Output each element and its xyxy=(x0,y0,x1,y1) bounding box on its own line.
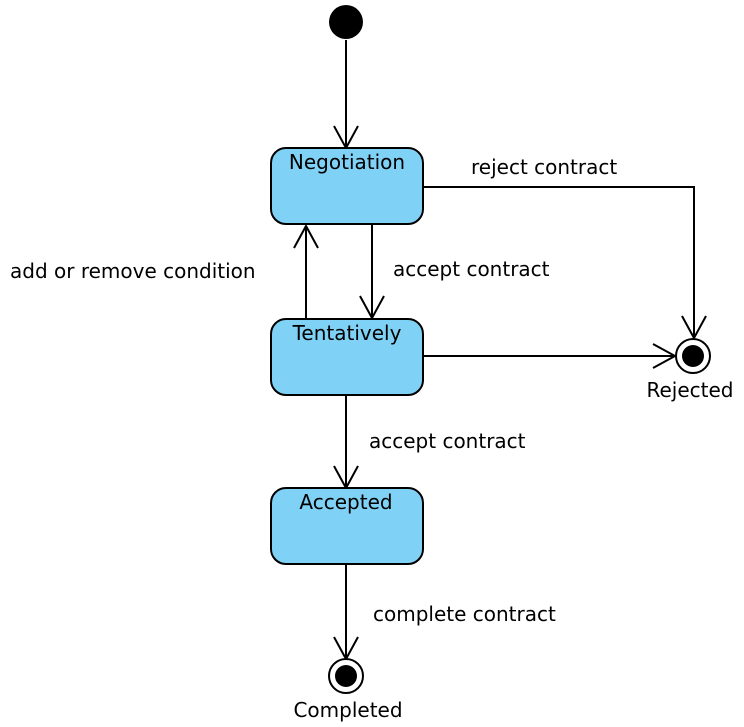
edge-accept-contract-1 xyxy=(359,224,385,321)
label-add-or-remove-condition: add or remove condition xyxy=(10,259,256,283)
state-tentatively-label: Tentatively xyxy=(292,321,402,345)
edge-tentatively-to-rejected xyxy=(423,343,678,369)
label-reject-contract: reject contract xyxy=(471,155,617,179)
edge-initial-to-negotiation xyxy=(333,40,359,151)
state-negotiation-label: Negotiation xyxy=(289,150,405,174)
label-completed: Completed xyxy=(293,698,402,722)
edge-reject-contract xyxy=(423,186,707,341)
label-accept-contract-2: accept contract xyxy=(369,429,526,453)
state-accepted-label: Accepted xyxy=(299,490,392,514)
final-state-completed xyxy=(328,658,364,694)
state-tentatively: Tentatively xyxy=(270,318,424,396)
edge-accept-contract-2 xyxy=(333,395,359,491)
label-accept-contract-1: accept contract xyxy=(393,257,550,281)
label-complete-contract: complete contract xyxy=(373,602,556,626)
edge-add-or-remove-condition xyxy=(293,223,319,319)
label-rejected: Rejected xyxy=(646,378,733,402)
state-accepted: Accepted xyxy=(270,487,424,565)
state-negotiation: Negotiation xyxy=(270,147,424,225)
edge-complete-contract xyxy=(333,564,359,662)
final-state-rejected xyxy=(675,338,711,374)
initial-state xyxy=(329,5,363,39)
